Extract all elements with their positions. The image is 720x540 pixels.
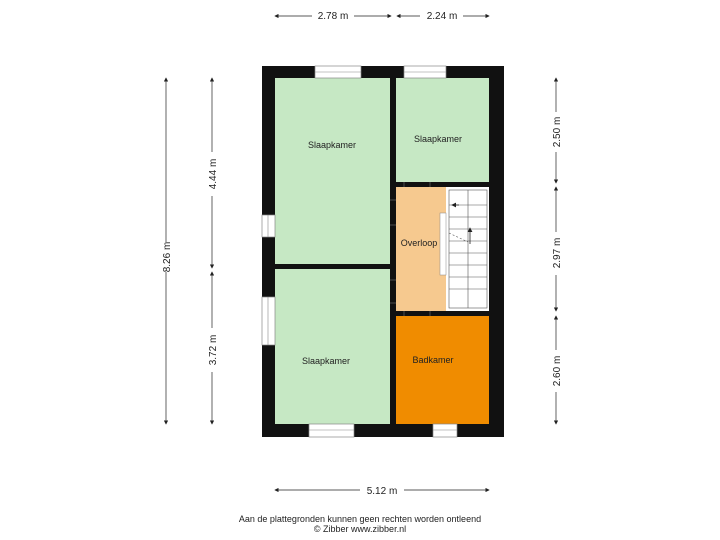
dimension-lines — [163, 13, 559, 493]
label-bedroom-2: Slaapkamer — [414, 134, 462, 144]
room-bedroom-1 — [275, 78, 390, 264]
label-bathroom: Badkamer — [412, 355, 453, 365]
dim-right-top: 2.50 m — [552, 117, 563, 148]
dim-left-total: 8.26 m — [162, 242, 173, 273]
dim-bottom: 5.12 m — [367, 486, 398, 497]
dim-right-bottom: 2.60 m — [552, 356, 563, 387]
dim-left-lower: 3.72 m — [208, 335, 219, 366]
dim-top-right: 2.24 m — [427, 11, 458, 22]
room-bedroom-3 — [275, 269, 390, 424]
room-bedroom-2 — [396, 78, 489, 182]
room-stairwell — [446, 187, 489, 311]
dim-top-left: 2.78 m — [318, 11, 349, 22]
footer-disclaimer: Aan de plattegronden kunnen geen rechten… — [238, 514, 482, 524]
label-landing: Overloop — [401, 238, 438, 248]
footer-credit: © Zibber www.zibber.nl — [313, 524, 407, 534]
label-bedroom-3: Slaapkamer — [302, 356, 350, 366]
dim-right-mid: 2.97 m — [552, 238, 563, 269]
room-bathroom — [396, 316, 489, 424]
landing-cabinet — [439, 212, 447, 276]
window-lines — [267, 71, 457, 431]
doors — [390, 182, 431, 316]
dim-left-upper: 4.44 m — [208, 159, 219, 190]
room-landing — [396, 187, 446, 311]
label-bedroom-1: Slaapkamer — [308, 140, 356, 150]
